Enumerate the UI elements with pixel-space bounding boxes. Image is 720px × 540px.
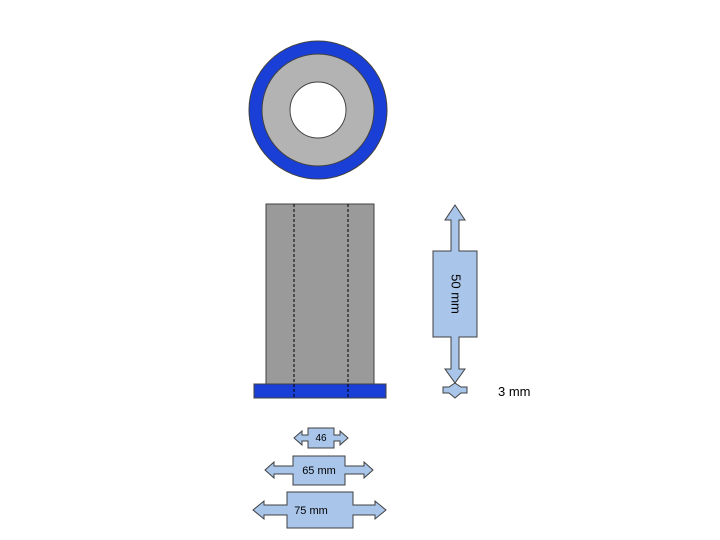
height-dimension-label: 50 mm — [449, 274, 464, 314]
outer-diameter-arrow: 75 mm — [252, 491, 387, 529]
flange-dimension-label: 3 mm — [498, 384, 531, 399]
flange-arrow-shape — [442, 382, 468, 399]
top-view — [248, 40, 388, 180]
outer-diameter-label: 75 mm — [294, 505, 328, 517]
middle-arrow-shape — [264, 455, 374, 486]
flange-dimension-arrow: 3 mm — [442, 382, 531, 399]
inner-diameter-arrow: 46 — [293, 427, 349, 449]
inner-arrow-shape — [293, 427, 349, 449]
outer-arrow-shape — [252, 491, 387, 529]
side-view — [253, 203, 387, 399]
inner-diameter-label: 46 — [315, 433, 327, 444]
height-dimension-arrow: 50 mm — [432, 204, 478, 384]
middle-diameter-arrow: 65 mm — [264, 455, 374, 486]
bushing-body — [265, 203, 375, 385]
middle-diameter-label: 65 mm — [302, 465, 336, 477]
bore-hole — [289, 81, 347, 139]
bushing-flange — [253, 383, 387, 399]
